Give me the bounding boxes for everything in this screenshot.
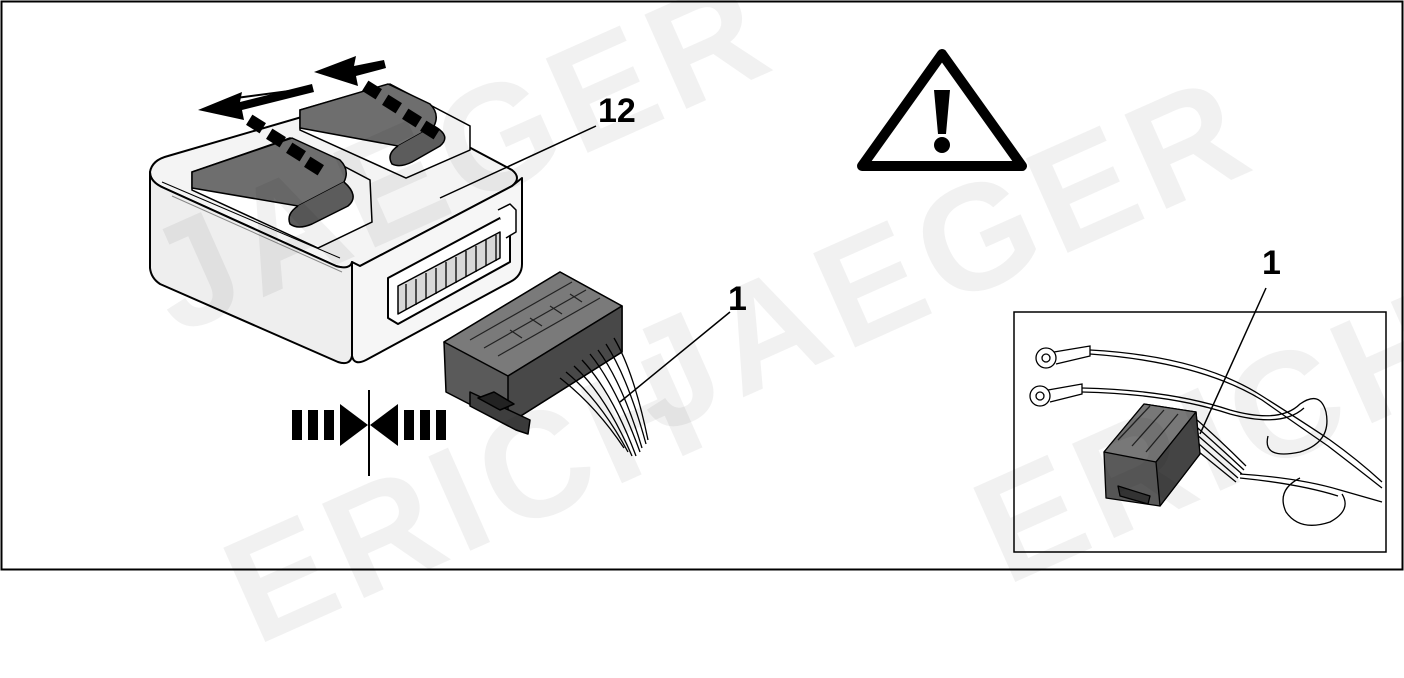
inset-wiring (1029, 345, 1383, 526)
inset-frame (1013, 311, 1387, 553)
diagram-canvas (0, 0, 1404, 571)
callout-12-leader (439, 125, 597, 199)
peel-direction-arrow-icon (198, 56, 440, 176)
adhesive-pad-left (191, 137, 373, 249)
warning-triangle-icon (857, 49, 1027, 171)
plug-connector (443, 271, 623, 435)
connector-wires (559, 337, 649, 457)
inset-connector (1103, 403, 1201, 507)
callout-1-leader (619, 311, 731, 403)
push-together-icon (292, 390, 446, 476)
callout-12: 12 (598, 92, 636, 130)
inset-callout-1: 1 (1262, 244, 1281, 282)
callout-1: 1 (728, 280, 747, 318)
inset-callout-1-leader (1199, 287, 1267, 435)
outer-border (0, 0, 1404, 571)
